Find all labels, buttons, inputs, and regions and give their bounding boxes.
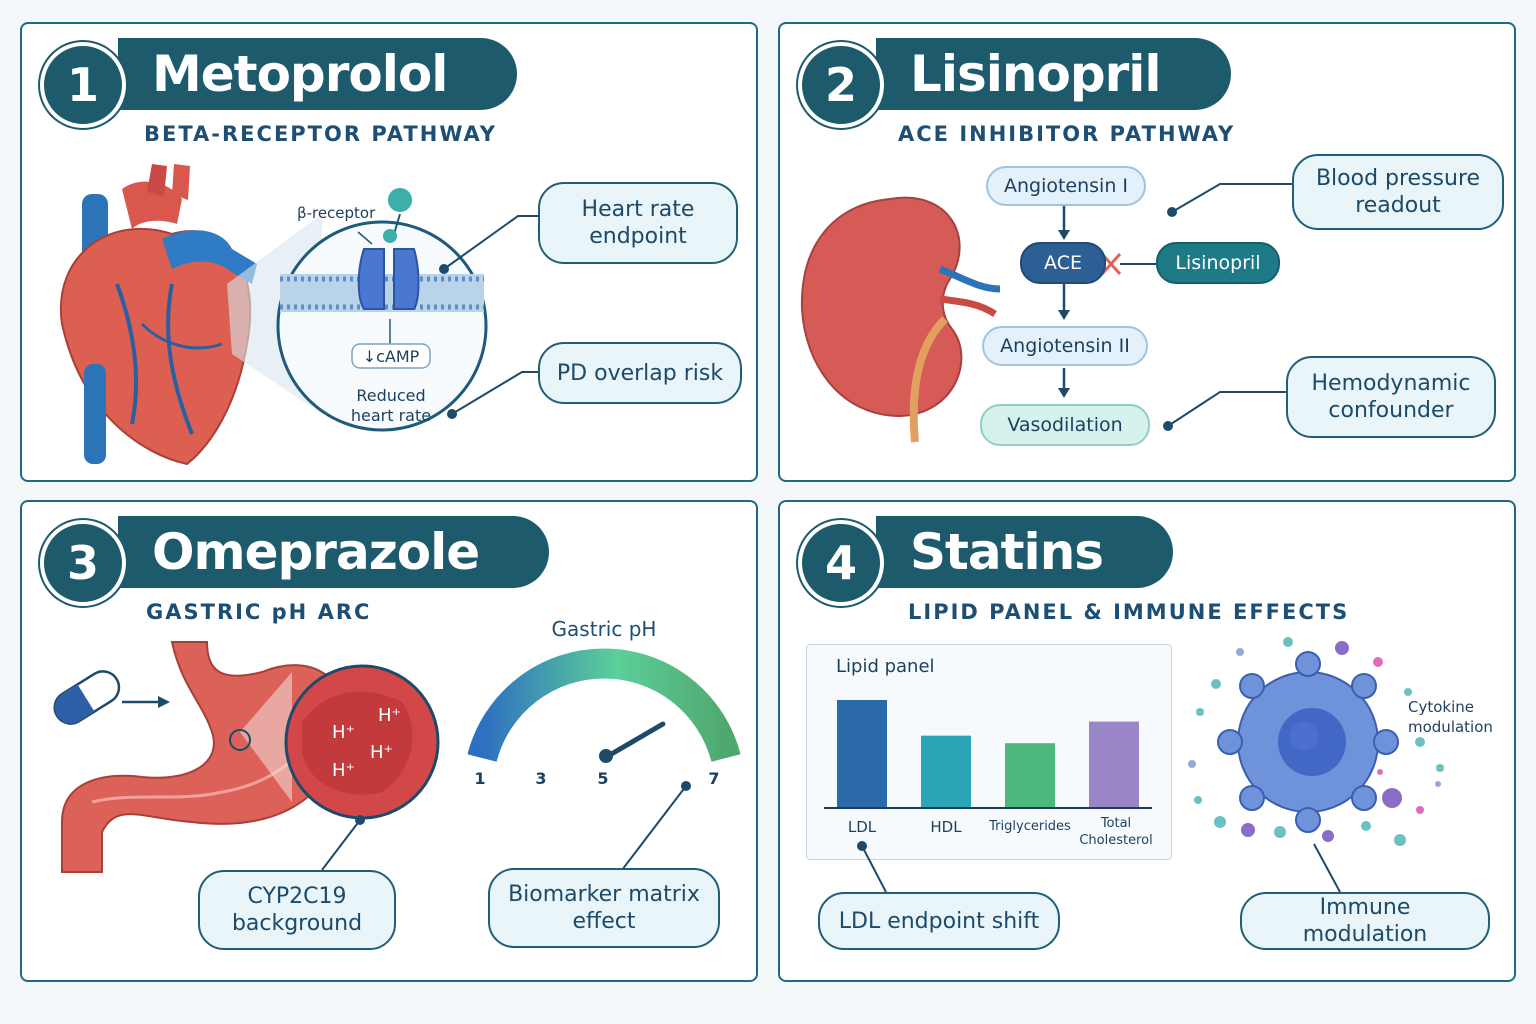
blood-pressure-readout-callout: Blood pressure readout (1292, 154, 1504, 230)
lipid-bar-chart (837, 700, 1139, 808)
gauge-tick-label: 5 (597, 769, 608, 788)
gauge-title: Gastric pH (552, 617, 657, 641)
bar-ldl (837, 700, 887, 808)
panel-title: Lisinopril (876, 38, 1231, 110)
cytokine-label-line1: Cytokine (1408, 698, 1474, 716)
lisinopril-panel: 2 Lisinopril ACE INHIBITOR PATHWAY Angio… (778, 22, 1516, 482)
panel-number: 1 (40, 42, 126, 128)
panel-subtitle: BETA-RECEPTOR PATHWAY (144, 122, 497, 146)
bar-category-label: LDL (848, 818, 877, 836)
cytokine-label-line2: modulation (1408, 718, 1493, 736)
effect-label-line2: heart rate (351, 406, 431, 425)
acid-zoom-icon (284, 664, 440, 820)
lisinopril-illustration (800, 183, 1292, 443)
bar-category-label: HDL (930, 818, 962, 836)
bar-category-label-line1: Total (1100, 816, 1131, 831)
panel-subtitle: GASTRIC pH ARC (146, 600, 372, 624)
omeprazole-panel: 3 Omeprazole GASTRIC pH ARC H⁺ H⁺ H⁺ H⁺ (20, 500, 758, 982)
kidney-icon (800, 196, 1001, 443)
h-ion-label: H⁺ (332, 760, 355, 781)
effect-label-line1: Reduced (356, 386, 425, 405)
immune-cell-icon (1217, 651, 1399, 833)
cytokine-particles-icon (1188, 637, 1444, 846)
h-ion-label: H⁺ (378, 705, 401, 726)
bar-total-cholesterol (1089, 721, 1139, 808)
statins-panel: 4 Statins LIPID PANEL & IMMUNE EFFECTS L… (778, 500, 1516, 982)
angiotensin-ii-node: Angiotensin II (982, 326, 1148, 366)
bar-category-label-line2: Cholesterol (1079, 833, 1152, 848)
h-ion-label: H⁺ (370, 742, 393, 763)
gauge-tick-label: 7 (708, 769, 719, 788)
panel-subtitle: LIPID PANEL & IMMUNE EFFECTS (908, 600, 1350, 624)
cyp2c19-background-callout: CYP2C19 background (198, 870, 396, 950)
vasodilation-node: Vasodilation (980, 404, 1150, 446)
panel-number: 4 (798, 520, 884, 606)
angiotensin-i-node: Angiotensin I (986, 166, 1146, 206)
panel-title: Metoprolol (118, 38, 518, 110)
camp-label: ↓cAMP (363, 347, 420, 366)
receptor-zoom-icon (276, 188, 488, 432)
immune-modulation-callout: Immune modulation (1240, 892, 1490, 950)
panel-title: Omeprazole (118, 516, 550, 588)
chart-title: Lipid panel (836, 656, 935, 677)
lisinopril-inhibitor-node: Lisinopril (1156, 242, 1280, 284)
pd-overlap-risk-callout: PD overlap risk (538, 342, 742, 404)
h-ion-label: H⁺ (332, 722, 355, 743)
metoprolol-illustration: β-receptor ↓cAMP Reduced heart rate (59, 164, 538, 466)
ace-node: ACE (1020, 242, 1106, 284)
biomarker-matrix-effect-callout: Biomarker matrix effect (488, 868, 720, 948)
panel-number: 3 (40, 520, 126, 606)
heart-rate-endpoint-callout: Heart rate endpoint (538, 182, 738, 264)
omeprazole-illustration: H⁺ H⁺ H⁺ H⁺ Gastric pH 1 3 5 7 (53, 617, 741, 873)
panel-title: Statins (876, 516, 1174, 588)
gauge-tick-label: 3 (535, 769, 546, 788)
heart-icon (59, 164, 257, 466)
receptor-label: β-receptor (297, 204, 376, 222)
bar-triglycerides (1005, 743, 1055, 808)
gauge-needle (599, 721, 666, 763)
statins-illustration: Lipid panel LDL HDL Triglycerides Total … (824, 637, 1493, 893)
ph-gauge-arc (467, 648, 741, 762)
metoprolol-panel: 1 Metoprolol BETA-RECEPTOR PATHWAY (20, 22, 758, 482)
panel-number: 2 (798, 42, 884, 128)
ldl-endpoint-shift-callout: LDL endpoint shift (818, 892, 1060, 950)
panel-subtitle: ACE INHIBITOR PATHWAY (898, 122, 1236, 146)
bar-hdl (921, 735, 971, 808)
bar-category-label: Triglycerides (988, 819, 1071, 834)
gauge-tick-label: 1 (474, 769, 485, 788)
capsule-icon (53, 670, 121, 725)
inhibition-x-icon (1100, 252, 1156, 276)
hemodynamic-confounder-callout: Hemodynamic confounder (1286, 356, 1496, 438)
